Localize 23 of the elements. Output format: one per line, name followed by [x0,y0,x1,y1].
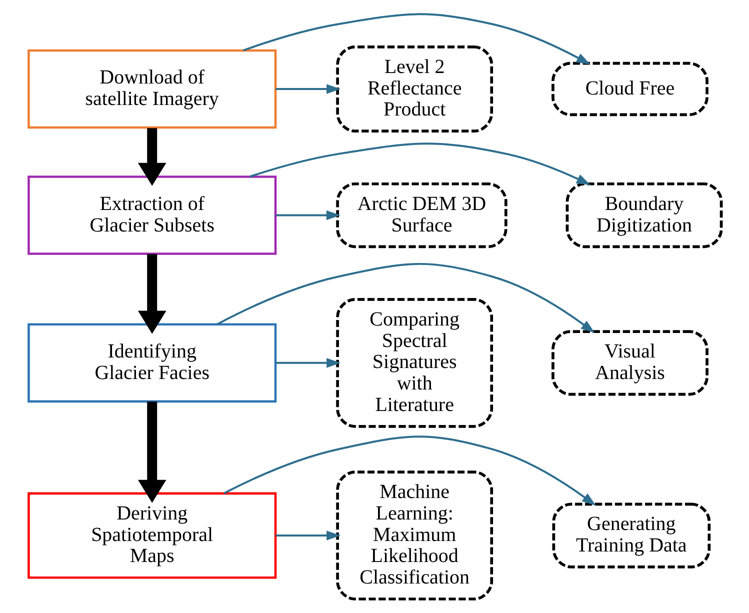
node-box: Download of satellite Imagery [27,49,276,129]
node-box: Arctic DEM 3D Surface [336,182,507,248]
arrow [248,142,590,185]
arrow [222,436,596,506]
arrow [137,128,166,186]
arrow [137,254,166,334]
node-box: Identifying Glacier Facies [27,323,276,403]
arrow [275,530,340,540]
arrow [216,263,594,334]
arrow [137,402,166,503]
node-box: Machine Learning: Maximum Likelihood Classification [336,470,493,600]
node-box: Cloud Free [551,62,708,116]
node-box: Visual Analysis [551,330,708,396]
node-box: Extraction of Glacier Subsets [27,176,276,255]
arrow [275,210,340,220]
arrow [275,84,340,94]
node-box: Generating Training Data [552,502,710,568]
node-box: Deriving Spatiotemporal Maps [27,492,276,579]
node-box: Level 2 Reflectance Product [336,46,493,133]
arrow [275,358,340,368]
node-box: Boundary Digitization [565,182,722,248]
node-box: Comparing Spectral Signatures with Literature [336,298,493,428]
arrow [242,13,590,65]
